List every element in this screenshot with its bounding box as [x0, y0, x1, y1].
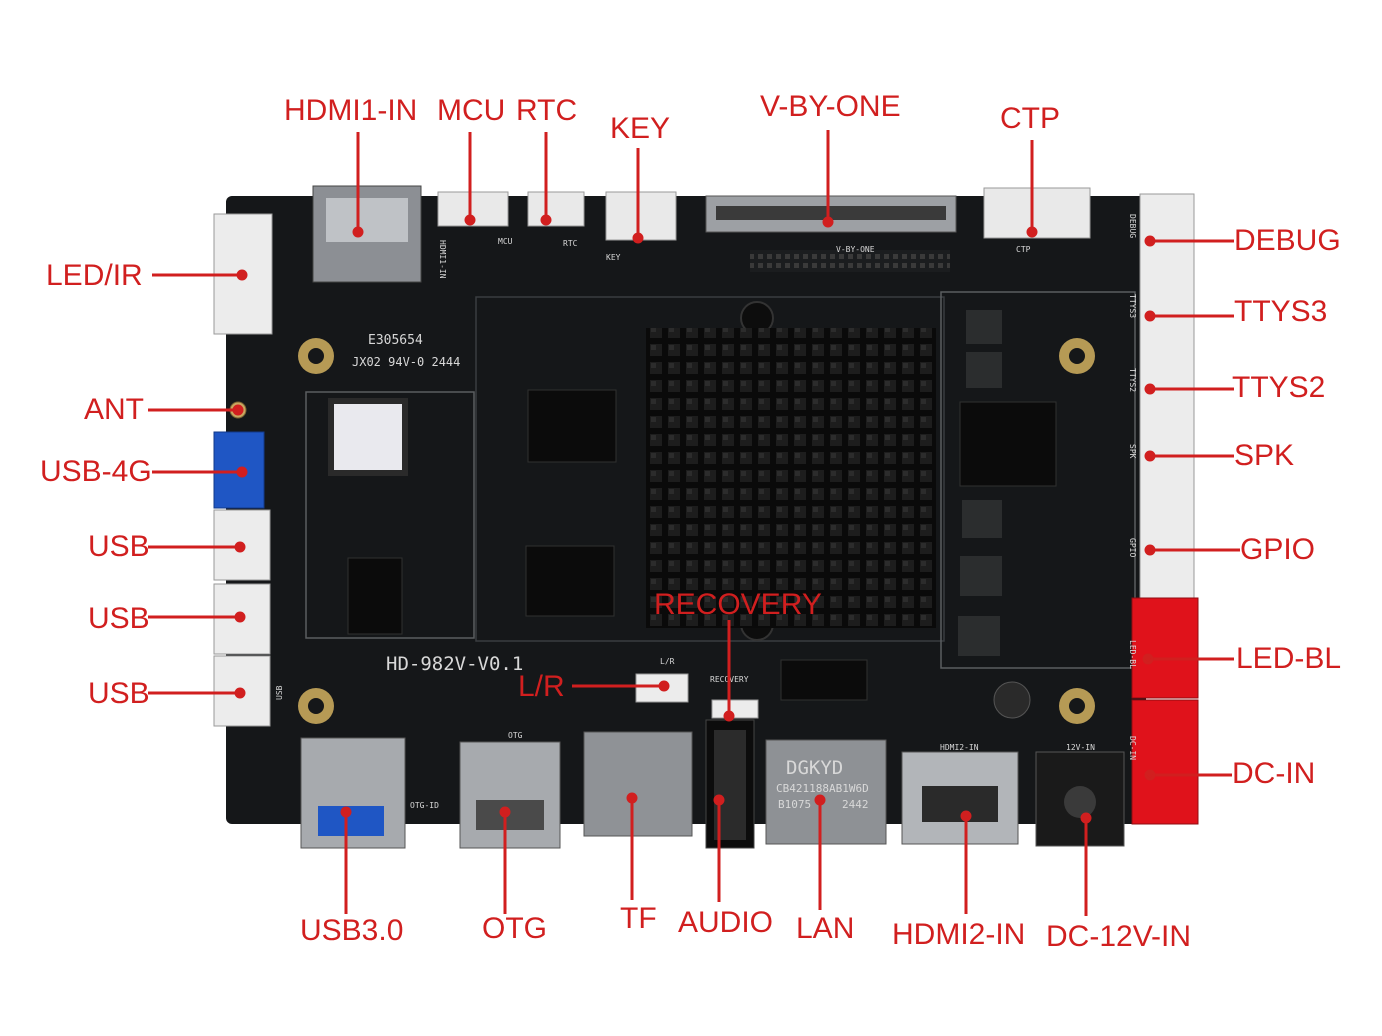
- silk-gpio: GPIO: [1128, 538, 1137, 557]
- silk-12v: 12V-IN: [1066, 743, 1095, 752]
- right-connectors: [1131, 193, 1199, 825]
- cert-grade-silk: JX02 94V-0 2444: [352, 355, 460, 369]
- lan-lot-silk: B1075: [778, 798, 811, 811]
- callout-audio: AUDIO: [678, 906, 774, 939]
- callout-leaders: [148, 130, 1240, 916]
- callout-dc-in: DC-IN: [1232, 757, 1316, 790]
- callout-ctp: CTP: [1000, 102, 1060, 135]
- callout-usb-2: USB: [88, 602, 150, 635]
- silk-key: KEY: [606, 253, 621, 262]
- silk-usb: USB: [275, 685, 284, 700]
- top-connectors: [312, 185, 1091, 283]
- callout-key: KEY: [610, 112, 671, 145]
- callout-lan: LAN: [796, 912, 855, 945]
- callout-usb-1: USB: [88, 530, 150, 563]
- callout-v-by-one: V-BY-ONE: [760, 90, 901, 123]
- pcb-outline-left: [305, 391, 475, 639]
- callout-spk: SPK: [1234, 439, 1295, 472]
- callout-ant: ANT: [84, 393, 144, 426]
- callout-mcu: MCU: [437, 94, 506, 127]
- silk-debug: DEBUG: [1128, 214, 1137, 238]
- silk-dcin: DC-IN: [1128, 736, 1137, 760]
- callout-usb-4g: USB-4G: [40, 455, 152, 488]
- silk-vbyone: V-BY-ONE: [836, 245, 875, 254]
- pcb-outline-right: [940, 291, 1136, 669]
- callout-ttys3: TTYS3: [1234, 295, 1328, 328]
- callout-usb3: USB3.0: [300, 914, 404, 947]
- callout-otg: OTG: [482, 912, 547, 945]
- silk-lr: L/R: [660, 657, 675, 666]
- callout-led-ir: LED/IR: [46, 259, 143, 292]
- callout-gpio: GPIO: [1240, 533, 1316, 566]
- silk-rtc: RTC: [563, 239, 578, 248]
- cert-code-silk: E305654: [368, 333, 423, 348]
- callout-hdmi1-in: HDMI1-IN: [284, 94, 418, 127]
- callout-led-bl: LED-BL: [1236, 642, 1342, 675]
- heatsink: [646, 328, 936, 628]
- pcb-outline-inner: [475, 296, 945, 642]
- silk-hdmi1: HDMI1-IN: [438, 240, 447, 279]
- callout-dc-12v-in: DC-12V-IN: [1046, 920, 1192, 953]
- callout-rtc: RTC: [516, 94, 578, 127]
- board-model-silk: HD-982V-V0.1: [386, 653, 523, 675]
- silk-ctp: CTP: [1016, 245, 1031, 254]
- lan-part-silk: CB421188AB1W6D: [776, 782, 869, 795]
- lan-date-silk: 2442: [842, 798, 869, 811]
- callout-l-r: L/R: [518, 670, 565, 703]
- bottom-connectors: [300, 673, 1125, 849]
- silk-otg-id: OTG-ID: [410, 801, 439, 810]
- callout-recovery: RECOVERY: [654, 588, 822, 621]
- silk-mcu: MCU: [498, 237, 513, 246]
- silk-spk: SPK: [1128, 444, 1137, 459]
- callout-tf: TF: [620, 902, 657, 935]
- lan-brand-silk: DGKYD: [786, 757, 843, 779]
- callout-usb-3: USB: [88, 677, 150, 710]
- silk-ledbl: LED-BL: [1128, 640, 1137, 669]
- callout-hdmi2-in: HDMI2-IN: [892, 918, 1026, 951]
- silk-ttys2: TTYS2: [1128, 368, 1137, 392]
- silk-otg: OTG: [508, 731, 523, 740]
- chips: [328, 250, 1057, 719]
- silk-hdmi2: HDMI2-IN: [940, 743, 979, 752]
- callout-debug: DEBUG: [1234, 224, 1341, 257]
- silk-ttys3: TTYS3: [1128, 294, 1137, 318]
- callout-ttys2: TTYS2: [1232, 371, 1326, 404]
